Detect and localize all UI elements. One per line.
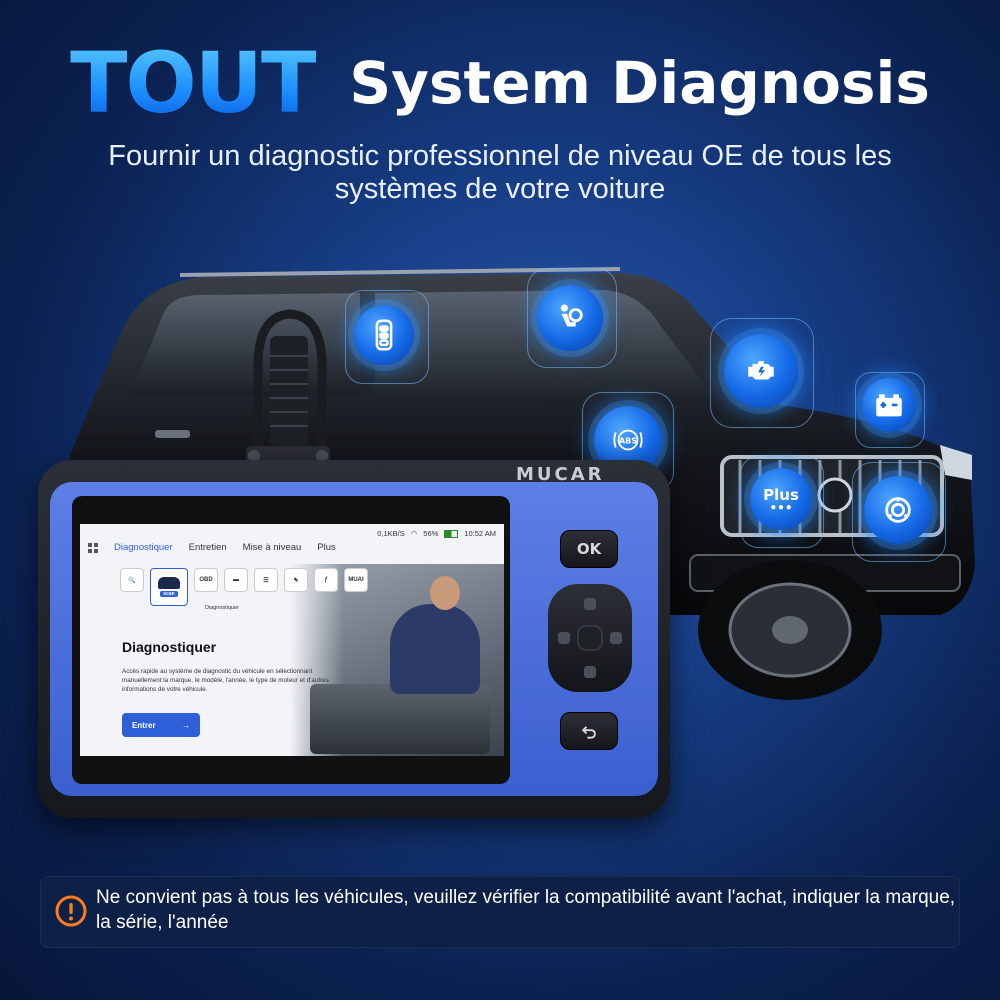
- engine-icon: [724, 334, 798, 408]
- mechanic-figure: [390, 604, 480, 694]
- arrow-right-icon: →: [182, 720, 190, 730]
- enter-button[interactable]: Entrer →: [122, 713, 200, 737]
- hex-outline-airbag: [527, 268, 617, 368]
- status-bar: 0,1KB/S ◠ 56% 10:52 AM: [377, 529, 496, 538]
- screen-title: Diagnostiquer: [122, 639, 217, 655]
- obd-cable: [246, 309, 330, 472]
- tool-icon[interactable]: ▬: [224, 568, 248, 592]
- tpms-icon: [864, 476, 932, 544]
- dpad[interactable]: [548, 584, 632, 692]
- engine-bay: [310, 684, 490, 754]
- notice-text: Ne convient pas à tous les véhicules, ve…: [96, 887, 956, 933]
- obd-icon[interactable]: OBD: [194, 568, 218, 592]
- headline-rest: System Diagnosis: [349, 49, 930, 117]
- tab-diagnostiquer[interactable]: Diagnostiquer: [114, 542, 173, 553]
- back-arrow-icon: [581, 726, 596, 739]
- tab-mise-a-niveau[interactable]: Mise à niveau: [242, 542, 302, 553]
- edit-icon[interactable]: ✎: [284, 568, 308, 592]
- network-speed: 0,1KB/S: [377, 529, 405, 538]
- device-screen: 0,1KB/S ◠ 56% 10:52 AM Diagnostiquer Ent…: [80, 524, 504, 756]
- screen-tabs: Diagnostiquer Entretien Mise à niveau Pl…: [88, 542, 336, 553]
- scan-car-icon[interactable]: scan: [150, 568, 188, 606]
- battery-level: 56%: [423, 529, 439, 538]
- grid-menu-icon[interactable]: [88, 542, 98, 553]
- magnifier-icon[interactable]: 🔍: [120, 568, 144, 592]
- plus-label: Plus: [763, 486, 799, 504]
- wrench-icon[interactable]: ƒ: [314, 568, 338, 592]
- mechanic-photo: [290, 564, 504, 756]
- hex-outline-tpms: [852, 462, 946, 562]
- muai-icon[interactable]: MUAI: [344, 568, 368, 592]
- app-row: 🔍 scan OBD ▬ ☰ ✎ ƒ MUAI: [120, 568, 368, 606]
- battery-status-icon: [444, 529, 459, 538]
- svg-text:ABS: ABS: [619, 436, 637, 445]
- hex-outline-engine: [710, 318, 814, 428]
- hex-outline-key: [345, 290, 429, 384]
- enter-button-label: Entrer: [132, 720, 156, 730]
- back-button[interactable]: [560, 712, 618, 750]
- plus-icon: Plus •••: [750, 468, 812, 530]
- battery-icon: [862, 378, 916, 432]
- ok-label: OK: [576, 540, 602, 558]
- headline-accent: TOUT: [70, 34, 318, 132]
- device-brand: MUCAR: [516, 464, 605, 485]
- tab-entretien[interactable]: Entretien: [188, 542, 227, 553]
- car-key-icon: [354, 305, 414, 365]
- dpad-arrows-icon: [558, 598, 622, 678]
- tab-plus[interactable]: Plus: [317, 542, 336, 553]
- app-caption: Diagnostiquer: [205, 605, 239, 611]
- scan-label: scan: [160, 591, 178, 597]
- report-icon[interactable]: ☰: [254, 568, 278, 592]
- mechanic-head: [430, 576, 460, 610]
- clock: 10:52 AM: [464, 529, 496, 538]
- hex-outline-plus: [740, 456, 824, 548]
- ok-button[interactable]: OK: [560, 530, 618, 568]
- subtitle: Fournir un diagnostic professionnel de n…: [108, 140, 892, 205]
- wifi-icon: ◠: [410, 529, 418, 538]
- compatibility-notice: Ne convient pas à tous les véhicules, ve…: [40, 876, 960, 948]
- hex-outline-battery: [855, 372, 925, 448]
- warning-icon: [55, 895, 87, 927]
- headline: TOUT System Diagnosis: [0, 34, 1000, 132]
- screen-description: Accès rapide au système de diagnostic du…: [122, 668, 329, 693]
- airbag-icon: [537, 285, 603, 351]
